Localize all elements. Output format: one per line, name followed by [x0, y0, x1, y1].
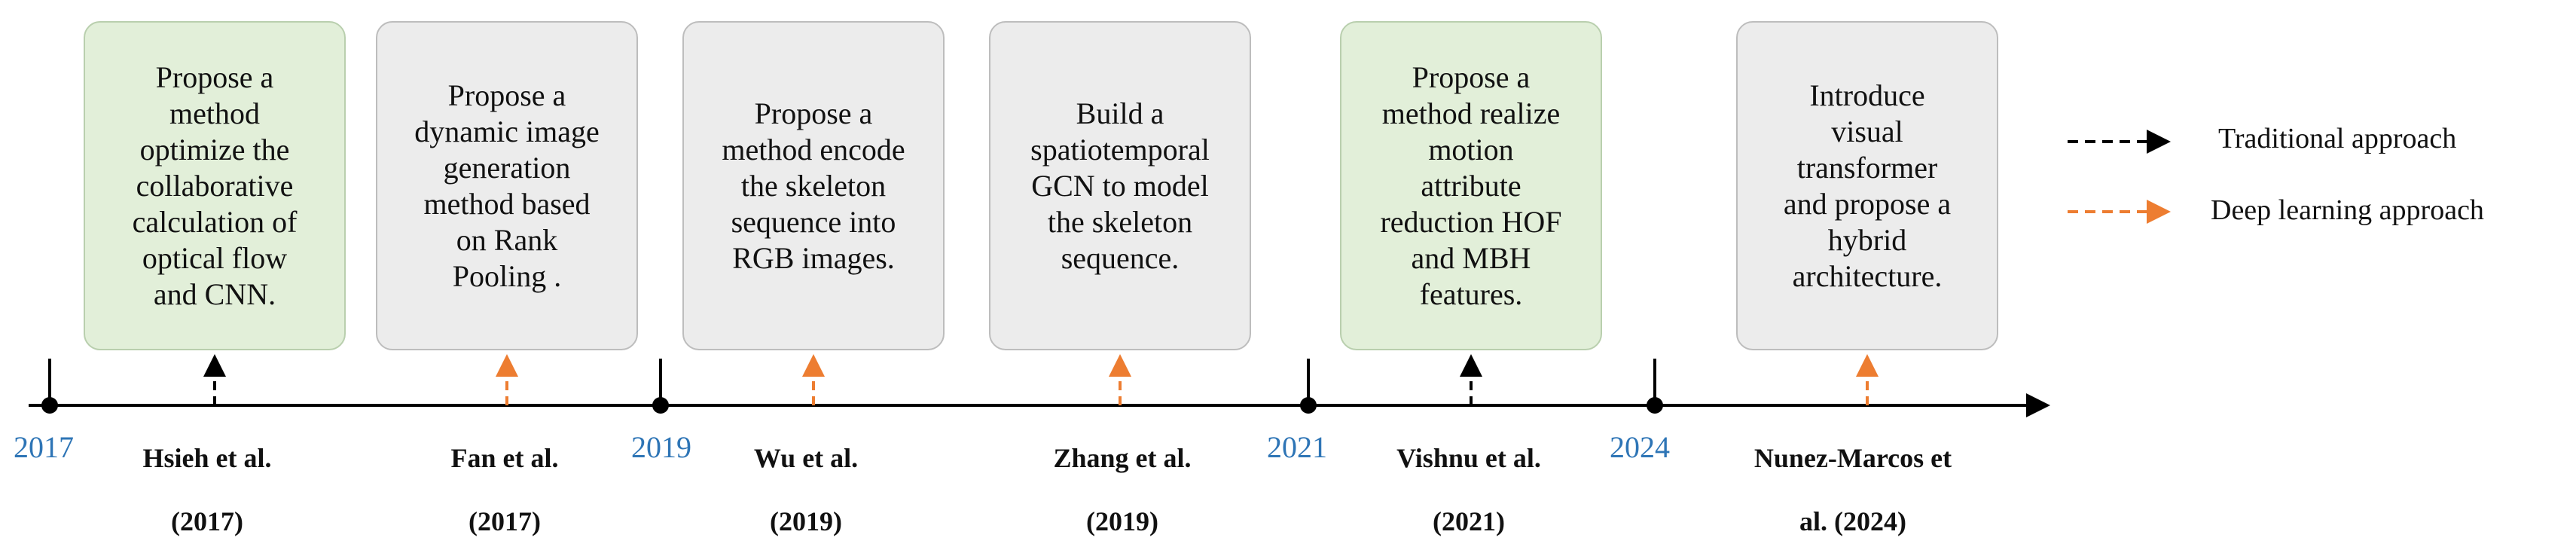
author-nunez: Nunez-Marcos et al. (2024): [1753, 443, 1952, 536]
year-label-2019: 2019: [631, 430, 691, 464]
year-marker-2: [1300, 359, 1317, 414]
event-arrow-2: [802, 354, 825, 405]
event-box-fan: Propose a dynamic image generation metho…: [376, 21, 638, 350]
year-marker-1: [652, 359, 669, 414]
event-box-hsieh: Propose a method optimize the collaborat…: [84, 21, 346, 350]
legend-traditional-label: Traditional approach: [2218, 123, 2457, 154]
year-marker-0: [41, 359, 58, 414]
author-wu: Wu et al. (2019): [753, 443, 859, 536]
event-box-zhang: Build a spatiotemporal GCN to model the …: [989, 21, 1251, 350]
author-vishnu: Vishnu et al. (2021): [1396, 443, 1541, 536]
event-arrow-3: [1109, 354, 1131, 405]
year-label-2021: 2021: [1267, 430, 1327, 464]
legend-deep-learning-label: Deep learning approach: [2211, 194, 2484, 226]
event-arrow-4: [1460, 354, 1482, 405]
year-marker-3: [1647, 359, 1663, 414]
legend-deep-learning-arrow: [2068, 200, 2171, 224]
event-box-nunez: Introduce visual transformer and propose…: [1736, 21, 1998, 350]
author-hsieh: Hsieh et al. (2017): [142, 443, 272, 536]
event-arrow-0: [203, 354, 226, 405]
event-arrow-1: [496, 354, 518, 405]
year-label-2017: 2017: [14, 430, 74, 464]
event-box-vishnu: Propose a method realize motion attribut…: [1340, 21, 1602, 350]
timeline-arrowhead: [2026, 393, 2050, 417]
event-arrow-5: [1856, 354, 1879, 405]
year-label-2024: 2024: [1610, 430, 1670, 464]
author-zhang: Zhang et al. (2019): [1053, 443, 1192, 536]
author-fan: Fan et al. (2017): [450, 443, 559, 536]
legend-traditional-arrow: [2068, 130, 2171, 154]
event-box-wu: Propose a method encode the skeleton seq…: [682, 21, 945, 350]
